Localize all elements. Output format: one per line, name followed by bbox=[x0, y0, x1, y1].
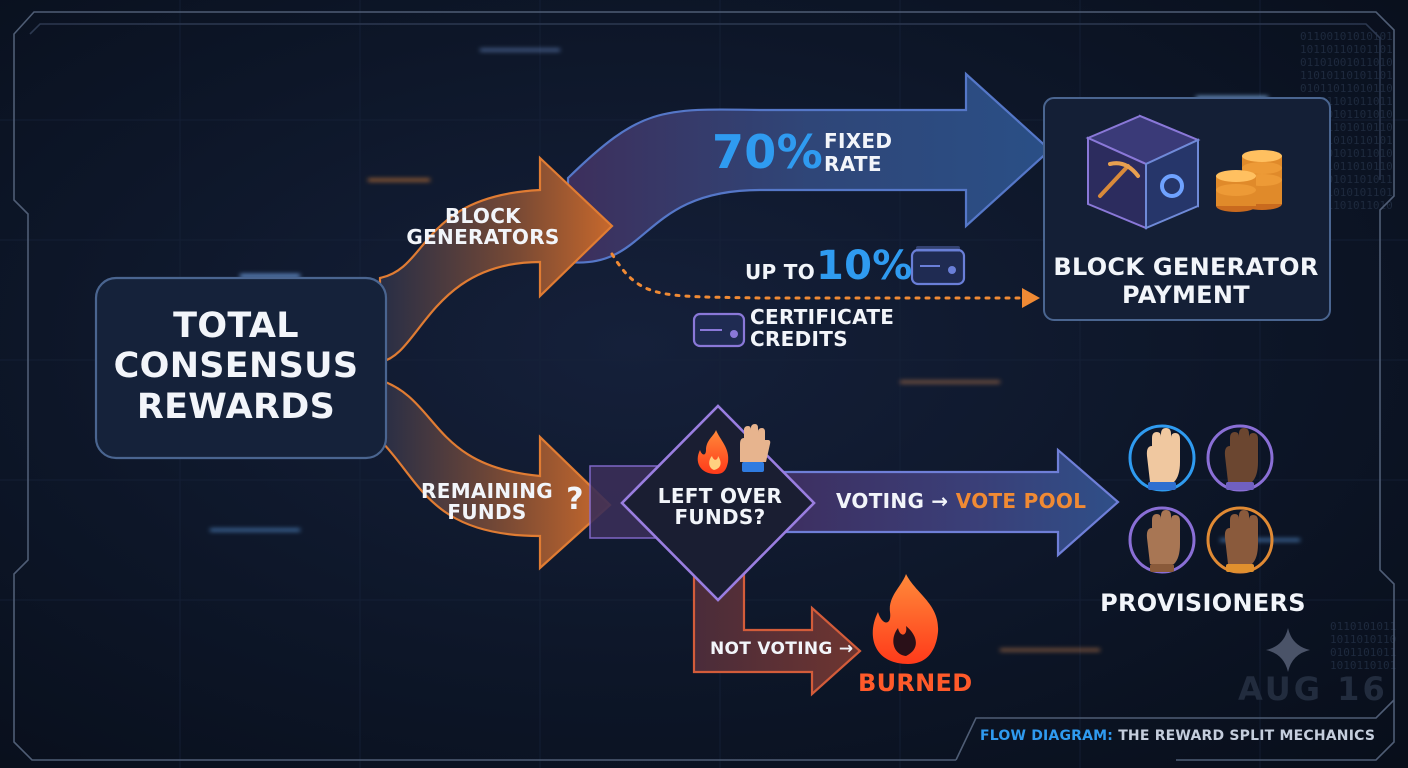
fixed-rate-percent: 70% bbox=[712, 125, 824, 179]
mining-cube-icon bbox=[1085, 114, 1201, 230]
not-voting-arrow bbox=[692, 568, 862, 697]
certificate-credits-connector bbox=[610, 252, 1026, 300]
footer-prefix: FLOW DIAGRAM: bbox=[980, 728, 1114, 744]
date-watermark: AUG 16 bbox=[1238, 670, 1388, 708]
provisioner-hand-icon-4 bbox=[1206, 506, 1274, 574]
remaining-funds-arrow bbox=[378, 378, 612, 571]
small-flame-icon bbox=[697, 430, 729, 474]
provisioner-hand-icon-2 bbox=[1206, 424, 1274, 492]
certificate-card-icon bbox=[692, 312, 746, 348]
provisioners-label: PROVISIONERS bbox=[1100, 589, 1306, 617]
certificate-credits-arrowhead bbox=[1022, 288, 1040, 308]
voting-text: VOTING → bbox=[836, 489, 949, 513]
fixed-rate-arrow bbox=[566, 71, 1052, 264]
burned-label: BURNED bbox=[858, 669, 973, 697]
provisioner-hand-icon-3 bbox=[1128, 506, 1196, 574]
certificate-credits-label: CERTIFICATE CREDITS bbox=[750, 305, 895, 351]
voting-arrow bbox=[758, 447, 1120, 558]
hud-frame bbox=[13, 11, 1395, 761]
burned-flame-icon bbox=[872, 574, 939, 664]
fixed-rate-label: FIXED RATE bbox=[824, 129, 893, 176]
sparkle-icon bbox=[1266, 628, 1310, 672]
provisioner-hand-icon-1 bbox=[1128, 424, 1196, 492]
vote-pool-text: VOTE POOL bbox=[955, 489, 1087, 513]
block-generators-label: BLOCK GENERATORS bbox=[406, 204, 560, 249]
block-generators-arrow bbox=[378, 155, 614, 364]
left-over-funds-label: LEFT OVER FUNDS? bbox=[657, 484, 783, 529]
total-rewards-panel bbox=[94, 276, 388, 460]
up-to-label: UP TO bbox=[745, 260, 816, 284]
remaining-funds-label: REMAINING FUNDS bbox=[421, 479, 553, 524]
footer-title: THE REWARD SPLIT MECHANICS bbox=[1118, 728, 1376, 744]
not-voting-label: NOT VOTING → bbox=[710, 639, 854, 659]
small-hand-icon bbox=[740, 424, 771, 472]
total-consensus-rewards-label: TOTAL CONSENSUS REWARDS bbox=[113, 306, 359, 427]
voting-label: VOTING → VOTE POOL bbox=[836, 491, 1086, 512]
diagram-footer-caption: FLOW DIAGRAM: THE REWARD SPLIT MECHANICS bbox=[980, 728, 1375, 744]
certificate-card-icon bbox=[910, 246, 966, 286]
certificate-credits-percent: 10% bbox=[816, 243, 913, 289]
question-mark-label: ? bbox=[566, 482, 584, 517]
block-generator-payment-label: BLOCK GENERATOR PAYMENT bbox=[1053, 253, 1319, 309]
coins-icon bbox=[1216, 150, 1282, 212]
